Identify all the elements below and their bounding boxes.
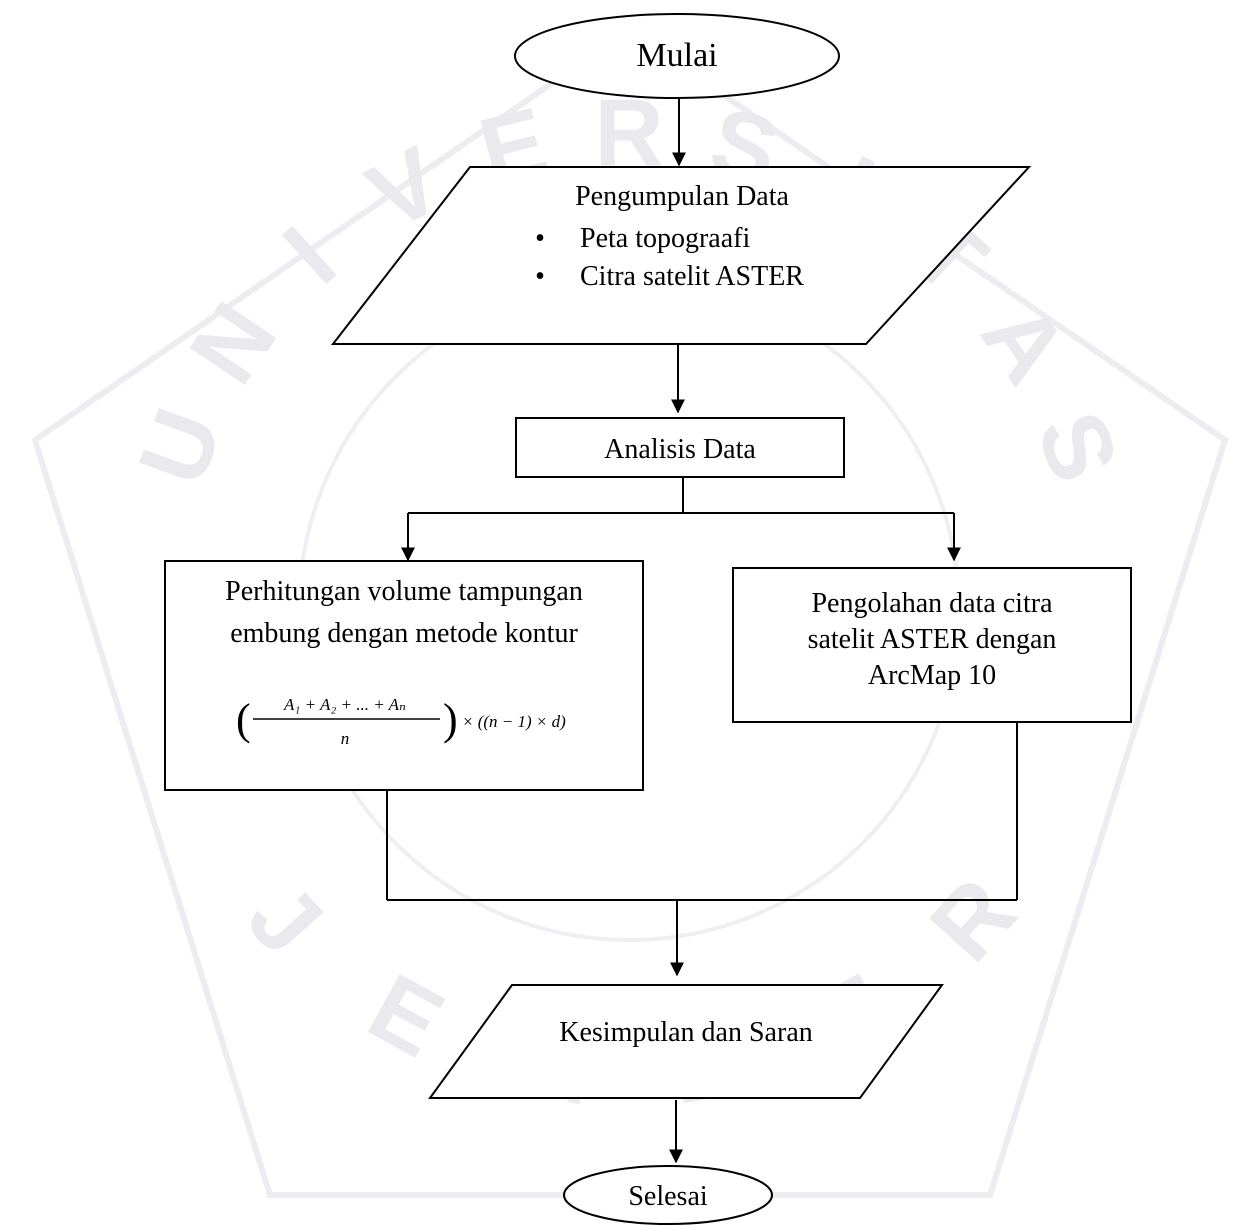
image-processing-node: Pengolahan data citra satelit ASTER deng… <box>732 567 1132 723</box>
watermark-top-letter: U <box>118 396 242 498</box>
start-node: Mulai <box>514 13 840 99</box>
formula-numerator: A₁ + A₂ + ... + Aₙ <box>283 695 406 714</box>
watermark-top-letter: A <box>961 285 1088 402</box>
formula-rest: × ((n − 1) × d) <box>462 712 566 731</box>
conclusion-label: Kesimpulan dan Saran <box>559 1017 813 1048</box>
watermark-top-letter: I <box>264 207 355 304</box>
start-label: Mulai <box>636 37 717 74</box>
end-label: Selesai <box>628 1181 708 1212</box>
watermark-bottom-letter: E <box>352 953 460 1078</box>
end-node: Selesai <box>563 1165 773 1225</box>
collect-item: Peta topograafi <box>580 223 750 254</box>
data-collection-node: Pengumpulan Data • Peta topograafi • Cit… <box>330 166 1032 345</box>
watermark-top-letter: S <box>1016 398 1138 495</box>
analysis-label: Analisis Data <box>604 434 756 465</box>
volume-formula: ( A₁ + A₂ + ... + Aₙ n ) × ((n − 1) × d) <box>236 695 566 748</box>
watermark-bottom-letter: J <box>227 864 342 975</box>
bullet-icon: • <box>535 223 545 254</box>
collect-item: Citra satelit ASTER <box>580 261 804 292</box>
bullet-icon: • <box>535 261 545 292</box>
collect-title: Pengumpulan Data <box>575 181 789 212</box>
volume-line-1: Perhitungan volume tampungan <box>225 576 583 607</box>
connectors <box>386 98 1018 1164</box>
volume-calculation-node: Perhitungan volume tampungan embung deng… <box>164 560 644 791</box>
watermark-top-letter: N <box>170 285 297 402</box>
processing-line-3: ArcMap 10 <box>868 660 996 691</box>
formula-right-paren: ) <box>443 695 458 744</box>
processing-line-2: satelit ASTER dengan <box>808 624 1057 655</box>
processing-line-1: Pengolahan data citra <box>811 588 1053 619</box>
formula-left-paren: ( <box>236 695 251 744</box>
formula-denominator: n <box>341 729 350 748</box>
analysis-node: Analisis Data <box>515 417 845 478</box>
conclusion-node: Kesimpulan dan Saran <box>428 984 944 1099</box>
volume-line-2: embung dengan metode kontur <box>230 618 578 649</box>
